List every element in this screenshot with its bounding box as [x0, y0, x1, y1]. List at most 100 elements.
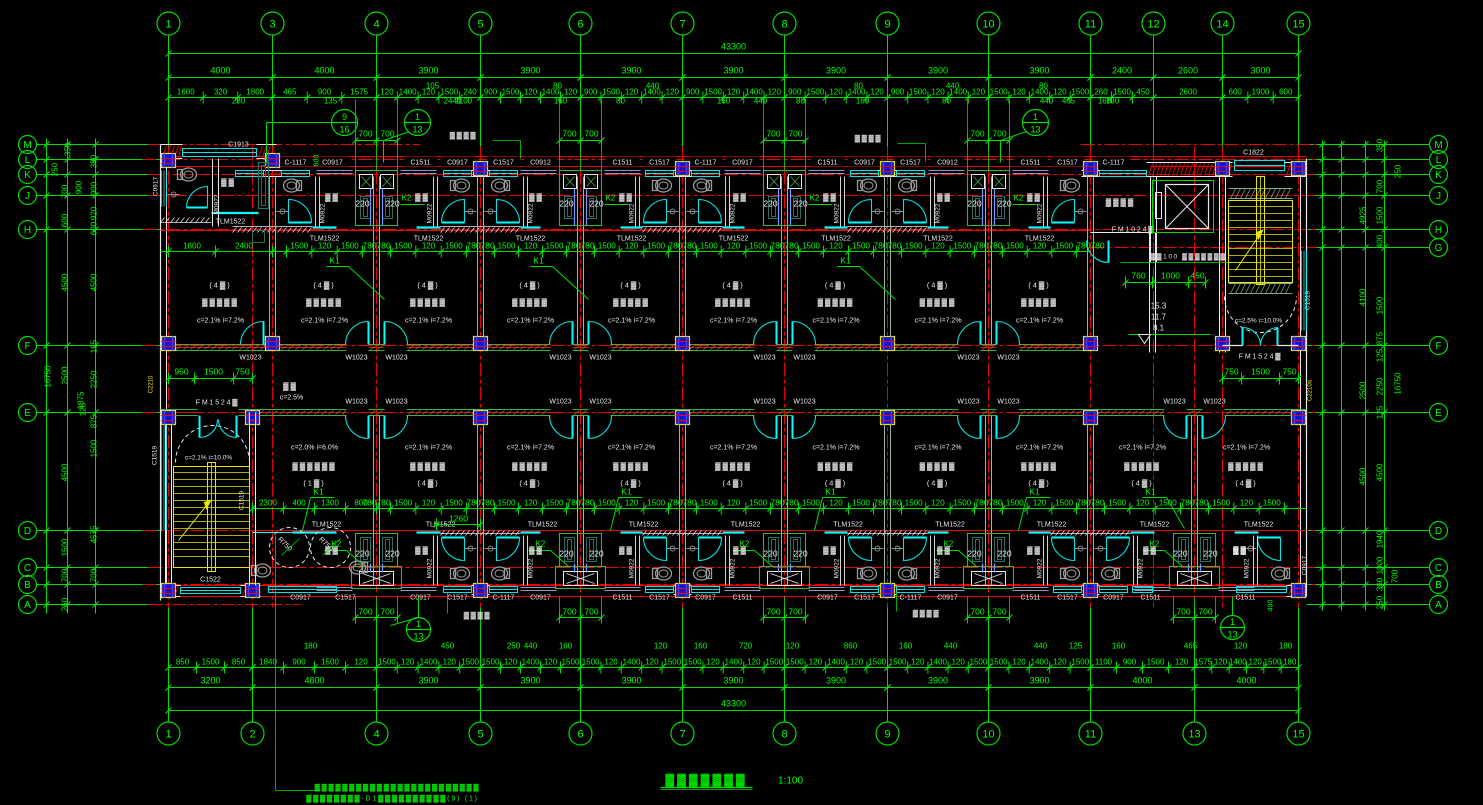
svg-text:11: 11	[1085, 729, 1096, 741]
svg-text:▓▓100 ▓▓▓▓▓▓▓: ▓▓100 ▓▓▓▓▓▓▓	[1150, 253, 1226, 261]
svg-text:4000: 4000	[1132, 676, 1152, 686]
svg-text:875: 875	[90, 414, 99, 428]
svg-text:120: 120	[625, 242, 639, 251]
svg-text:▓▓: ▓▓	[937, 193, 952, 203]
svg-text:C0917: C0917	[410, 595, 431, 602]
svg-text:c=2.1% i=7.2%: c=2.1% i=7.2%	[507, 445, 554, 452]
svg-text:220: 220	[763, 549, 777, 559]
svg-text:1: 1	[416, 619, 421, 629]
svg-text:K1: K1	[1145, 487, 1156, 497]
svg-text:1400: 1400	[623, 658, 641, 667]
svg-text:W1023: W1023	[957, 399, 979, 406]
svg-text:1500: 1500	[889, 658, 907, 667]
svg-text:120: 120	[747, 658, 761, 667]
svg-text:120: 120	[871, 88, 885, 97]
svg-text:c=2.1% i=7.2%: c=2.1% i=7.2%	[608, 318, 655, 325]
svg-text:900: 900	[75, 180, 84, 194]
svg-text:120: 120	[380, 88, 394, 97]
svg-text:2400: 2400	[1112, 66, 1132, 76]
svg-text:80: 80	[942, 97, 951, 106]
svg-text:1500: 1500	[749, 499, 767, 508]
svg-text:120: 120	[1136, 499, 1150, 508]
svg-text:TLM1522: TLM1522	[731, 522, 761, 529]
svg-text:1500: 1500	[905, 499, 923, 508]
svg-text:120: 120	[809, 658, 823, 667]
svg-text:C1517: C1517	[1057, 160, 1078, 167]
svg-text:13: 13	[1227, 630, 1237, 640]
svg-text:780: 780	[480, 498, 494, 508]
svg-text:600: 600	[61, 213, 70, 227]
svg-text:M: M	[1434, 140, 1442, 151]
svg-text:120: 120	[1249, 658, 1263, 667]
svg-text:15: 15	[1292, 729, 1304, 741]
svg-text:440: 440	[944, 642, 958, 651]
svg-text:15.3: 15.3	[1151, 302, 1167, 311]
svg-text:350: 350	[1376, 138, 1385, 152]
svg-text:1400: 1400	[399, 88, 417, 97]
svg-text:16750: 16750	[44, 365, 53, 388]
svg-text:C1511: C1511	[817, 160, 837, 167]
svg-text:160: 160	[554, 97, 568, 106]
svg-text:1500: 1500	[461, 658, 479, 667]
svg-text:J: J	[1436, 191, 1441, 202]
svg-text:3900: 3900	[621, 66, 641, 76]
svg-text:700: 700	[562, 607, 576, 617]
svg-text:C-1117: C-1117	[695, 160, 717, 167]
svg-text:1500: 1500	[1006, 499, 1024, 508]
svg-text:4800: 4800	[304, 676, 324, 686]
svg-text:120: 120	[911, 658, 925, 667]
svg-text:C0917: C0917	[322, 160, 343, 167]
svg-text:4000: 4000	[1236, 676, 1256, 686]
svg-text:120: 120	[727, 499, 741, 508]
svg-text:W1023: W1023	[549, 355, 571, 362]
svg-text:▓▓▓▓▓▓: ▓▓▓▓▓▓	[292, 462, 336, 472]
svg-text:▓▓▓▓▓: ▓▓▓▓▓	[410, 298, 447, 308]
svg-text:1500: 1500	[852, 242, 870, 251]
svg-text:C-1117: C-1117	[900, 595, 922, 602]
svg-text:▓▓▓▓▓▓▓: ▓▓▓▓▓▓▓	[665, 773, 747, 788]
svg-text:780: 780	[376, 241, 390, 251]
svg-text:c=2.1% i=7.2%: c=2.1% i=7.2%	[197, 318, 244, 325]
svg-text:950: 950	[174, 367, 188, 377]
svg-text:K2: K2	[1150, 540, 1160, 549]
svg-text:▓▓▓▓▓: ▓▓▓▓▓	[818, 462, 855, 472]
svg-text:C0917: C0917	[695, 595, 716, 602]
svg-text:K2: K2	[1014, 194, 1024, 203]
svg-text:5: 5	[477, 729, 483, 741]
svg-text:M0922: M0922	[730, 203, 737, 223]
svg-text:K2: K2	[810, 194, 820, 203]
svg-text:120: 120	[1033, 242, 1047, 251]
svg-text:1840: 1840	[259, 658, 277, 667]
svg-text:780: 780	[580, 498, 594, 508]
svg-text:C0917: C0917	[447, 160, 468, 167]
svg-text:1900: 1900	[1252, 88, 1270, 97]
svg-text:120: 120	[422, 499, 436, 508]
svg-text:760: 760	[1131, 271, 1145, 281]
svg-text:C0917: C0917	[153, 177, 160, 197]
svg-text:C0917: C0917	[732, 160, 753, 167]
svg-text:▓▓▓▓▓: ▓▓▓▓▓	[1021, 298, 1058, 308]
svg-text:W1023: W1023	[793, 399, 815, 406]
svg-text:4: 4	[373, 729, 379, 741]
svg-text:1600: 1600	[177, 88, 195, 97]
svg-text:E: E	[1435, 408, 1442, 419]
svg-text:1500: 1500	[546, 242, 564, 251]
svg-text:465: 465	[283, 88, 297, 97]
svg-text:▓▓▓▓▓: ▓▓▓▓▓	[512, 298, 549, 308]
svg-text:120: 120	[786, 642, 800, 651]
svg-text:1400: 1400	[929, 658, 947, 667]
svg-text:1500: 1500	[1055, 499, 1073, 508]
svg-text:120: 120	[727, 88, 741, 97]
svg-text:c=2.1% i=7.2%: c=2.1% i=7.2%	[301, 318, 348, 325]
svg-text:2600: 2600	[1178, 66, 1198, 76]
svg-text:700: 700	[970, 129, 984, 139]
svg-text:120: 120	[354, 658, 368, 667]
svg-text:▓▓: ▓▓	[733, 193, 748, 203]
svg-text:900: 900	[484, 88, 498, 97]
svg-text:c=2.1% i=7.2%: c=2.1% i=7.2%	[812, 318, 859, 325]
svg-text:F: F	[1435, 341, 1441, 352]
svg-text:780: 780	[362, 241, 376, 251]
svg-text:43300: 43300	[721, 699, 746, 709]
svg-text:120: 120	[544, 658, 558, 667]
svg-text:240: 240	[463, 88, 477, 97]
